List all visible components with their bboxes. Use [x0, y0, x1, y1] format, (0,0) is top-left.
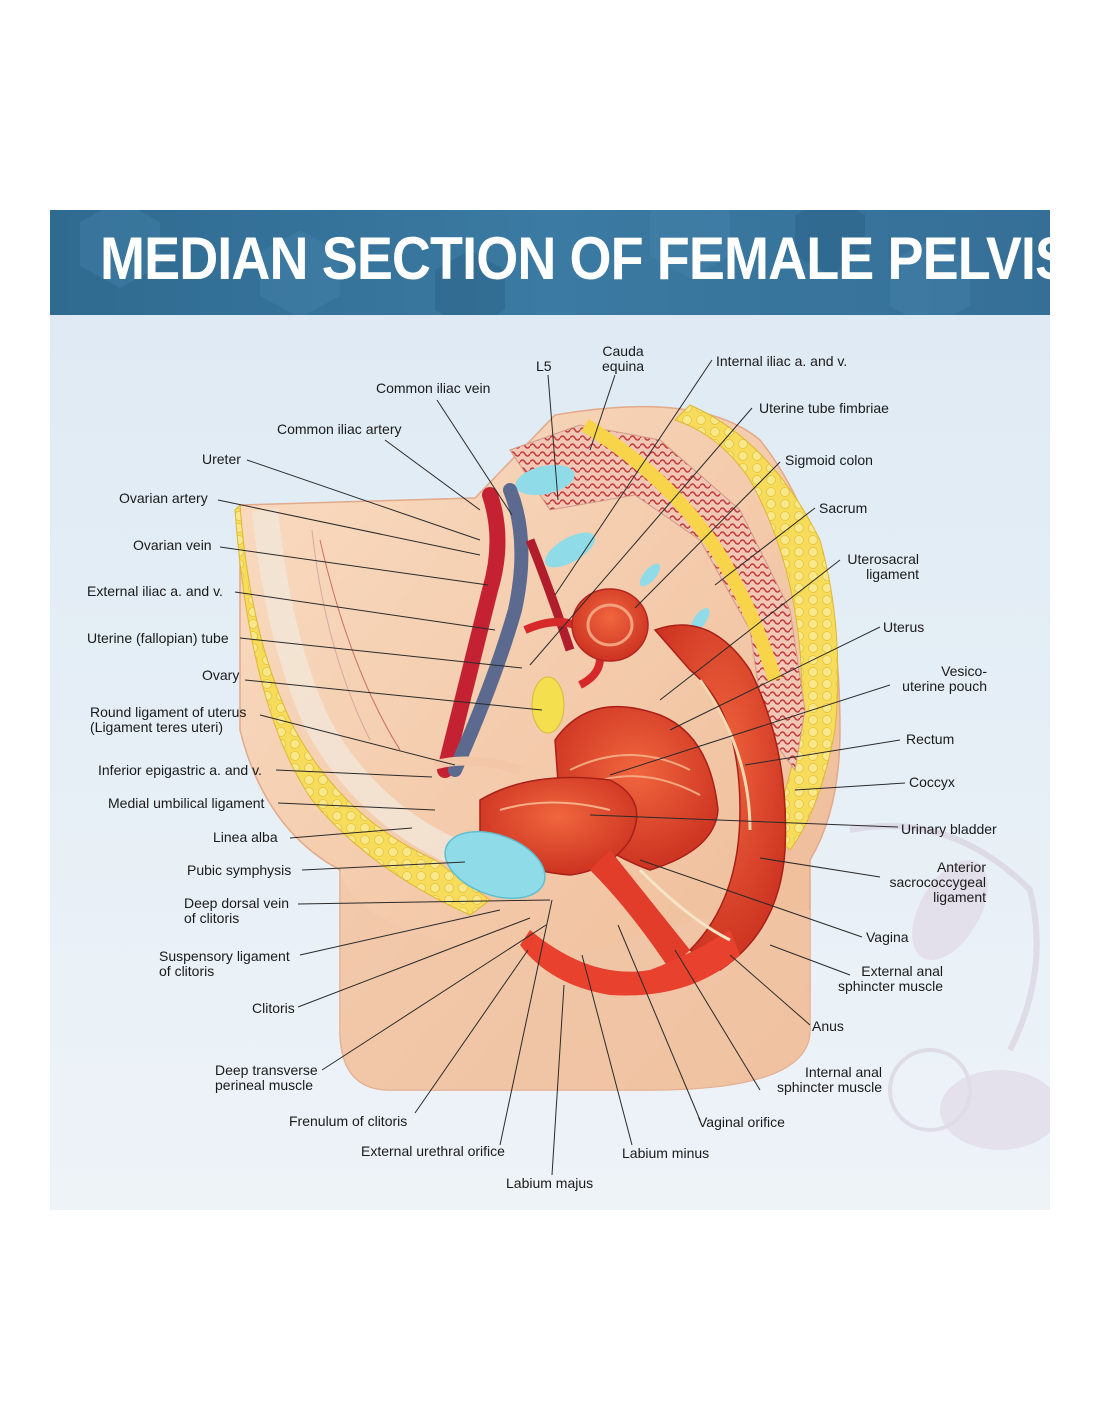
label-common-iliac-vein: Common iliac vein [376, 380, 491, 396]
label-external-iliac: External iliac a. and v. [87, 583, 223, 599]
label-urinary-bladder: Urinary bladder [901, 821, 997, 837]
label-medial-umbilical-ligament: Medial umbilical ligament [108, 795, 265, 811]
label-ureter: Ureter [202, 451, 241, 467]
label-coccyx: Coccyx [909, 774, 955, 790]
label-rectum: Rectum [906, 731, 955, 747]
label-external-urethral-orifice: External urethral orifice [361, 1143, 505, 1159]
pubic-symphysis-shape [444, 830, 546, 900]
page-title: MEDIAN SECTION OF FEMALE PELVIS [100, 225, 1050, 292]
hexagon-pattern [80, 210, 970, 315]
label-vesico-uterine-pouch: Vesico-uterine pouch [902, 663, 987, 694]
label-ovarian-vein: Ovarian vein [133, 537, 212, 553]
label-anus: Anus [812, 1018, 844, 1034]
label-sacrum: Sacrum [819, 500, 868, 516]
iliac-vessels [437, 483, 575, 778]
label-l5: L5 [536, 358, 552, 374]
sigmoid-colon [571, 588, 649, 662]
label-labium-majus: Labium majus [506, 1175, 594, 1191]
label-common-iliac-artery: Common iliac artery [277, 421, 402, 437]
title-banner: MEDIAN SECTION OF FEMALE PELVIS [50, 210, 1050, 315]
pelvis-model-illustration [217, 359, 1050, 1176]
leader-lines [217, 359, 906, 1176]
label-round-ligament: Round ligament of uterus(Ligament teres … [90, 704, 247, 735]
label-sigmoid-colon: Sigmoid colon [785, 452, 873, 468]
label-uterine-tube: Uterine (fallopian) tube [87, 630, 229, 646]
label-labium-minus: Labium minus [622, 1145, 710, 1161]
label-inferior-epigastric: Inferior epigastric a. and v. [98, 762, 262, 778]
label-ovary: Ovary [202, 667, 240, 683]
poster: MEDIAN SECTION OF FEMALE PELVIS L5 Cauda… [50, 210, 1050, 1210]
label-uterine-tube-fimbriae: Uterine tube fimbriae [759, 400, 889, 416]
background-decoration [849, 823, 1050, 1150]
label-clitoris: Clitoris [252, 1000, 295, 1016]
label-pubic-symphysis: Pubic symphysis [187, 862, 292, 878]
anterior-fat-layer [234, 503, 491, 916]
label-ovarian-artery: Ovarian artery [119, 490, 208, 506]
label-uterus: Uterus [883, 619, 925, 635]
label-frenulum: Frenulum of clitoris [289, 1113, 408, 1129]
label-linea-alba: Linea alba [213, 829, 278, 845]
label-vaginal-orifice: Vaginal orifice [698, 1114, 785, 1130]
label-vagina: Vagina [866, 929, 909, 945]
vagina-perineum [520, 850, 740, 996]
label-internal-iliac: Internal iliac a. and v. [716, 353, 848, 369]
